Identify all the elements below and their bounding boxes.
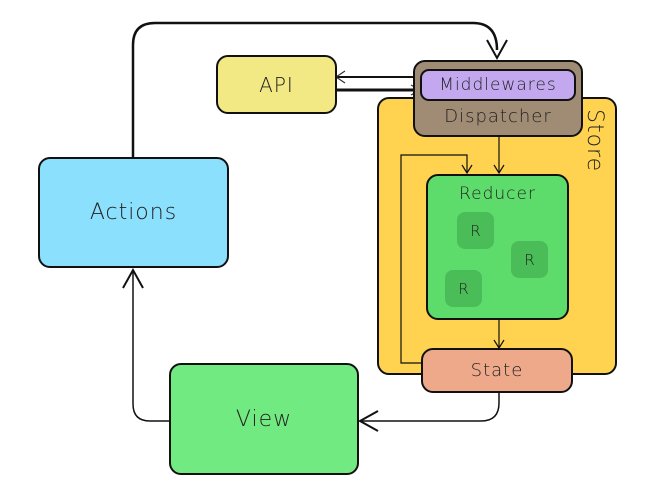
view-node[interactable]: View: [169, 363, 359, 475]
state-node[interactable]: State: [421, 348, 573, 393]
r2-label: R: [524, 250, 535, 269]
arrowhead-state-to-reducer: [461, 164, 473, 175]
arrowhead-state-to-view: [357, 410, 379, 432]
store-container: Store: [377, 97, 617, 375]
reducer-r2[interactable]: R: [511, 241, 548, 278]
reducer-r3[interactable]: R: [445, 270, 482, 307]
arrowhead-dispatcher-to-reducer: [493, 164, 505, 175]
middlewares-label: Middlewares: [439, 75, 557, 95]
middlewares-node[interactable]: Middlewares: [420, 69, 576, 101]
r3-label: R: [458, 279, 469, 298]
r1-label: R: [470, 221, 481, 240]
state-label: State: [470, 360, 524, 381]
arrowhead-actions-to-middlewares: [486, 39, 508, 61]
edge-state-to-view: [360, 393, 500, 422]
actions-node[interactable]: Actions: [38, 157, 229, 268]
edge-view-to-actions: [132, 270, 169, 422]
edge-state-to-reducer: [400, 154, 468, 364]
api-label: API: [259, 72, 294, 97]
actions-label: Actions: [89, 200, 178, 225]
view-label: View: [235, 406, 293, 432]
store-label: Store: [582, 109, 607, 173]
edge-actions-to-middlewares: [131, 21, 499, 158]
reducer-r1[interactable]: R: [457, 212, 494, 249]
api-node[interactable]: API: [216, 55, 337, 114]
dispatcher-label: Dispatcher: [444, 106, 552, 127]
arrowhead-view-to-actions: [122, 267, 144, 289]
reducer-label: Reducer: [459, 184, 536, 204]
